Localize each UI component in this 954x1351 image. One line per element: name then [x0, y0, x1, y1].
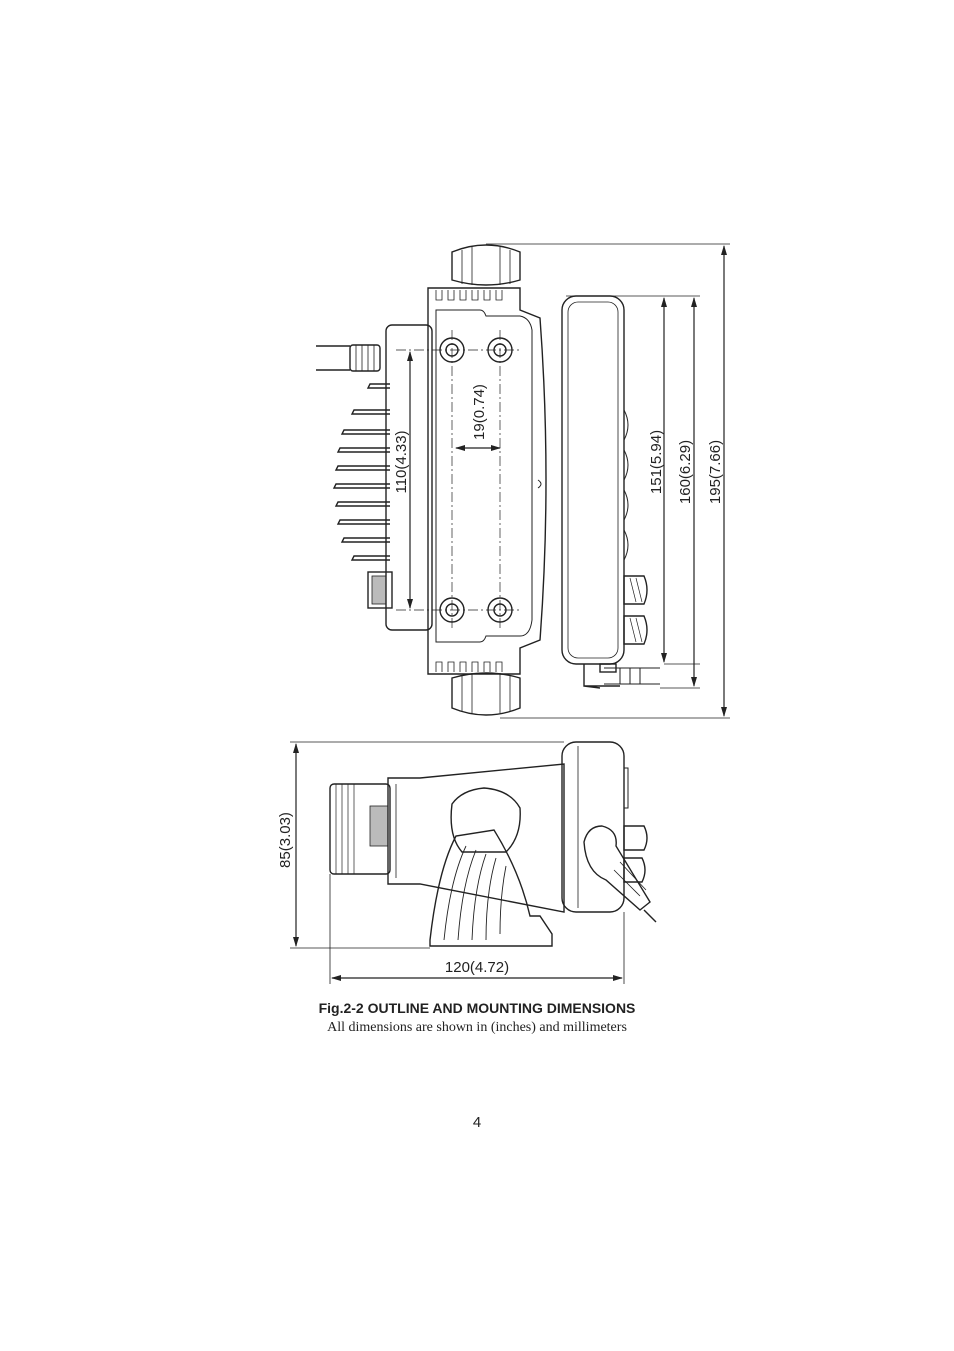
figure-subtitle: All dimensions are shown in (inches) and… [327, 1020, 627, 1035]
dim-hole-spacing-vertical: 110(4.33) [393, 430, 410, 493]
side-view [290, 741, 657, 984]
front-view [316, 243, 730, 719]
dim-hole-spacing-horizontal: 19(0.74) [471, 384, 488, 440]
page-number: 4 [472, 1114, 482, 1131]
side-dimension-arrows [293, 743, 623, 981]
dim-overall-height: 195(7.66) [707, 440, 724, 504]
dim-height-with-connector: 160(6.29) [677, 440, 694, 504]
heatsink-fins [332, 383, 390, 561]
dim-depth: 120(4.72) [445, 959, 509, 976]
dim-front-panel-height: 151(5.94) [648, 430, 665, 494]
front-dimension-arrows [407, 245, 727, 717]
figure-title: Fig.2-2 OUTLINE AND MOUNTING DIMENSIONS [318, 1000, 636, 1016]
dim-side-height: 85(3.03) [277, 812, 294, 868]
